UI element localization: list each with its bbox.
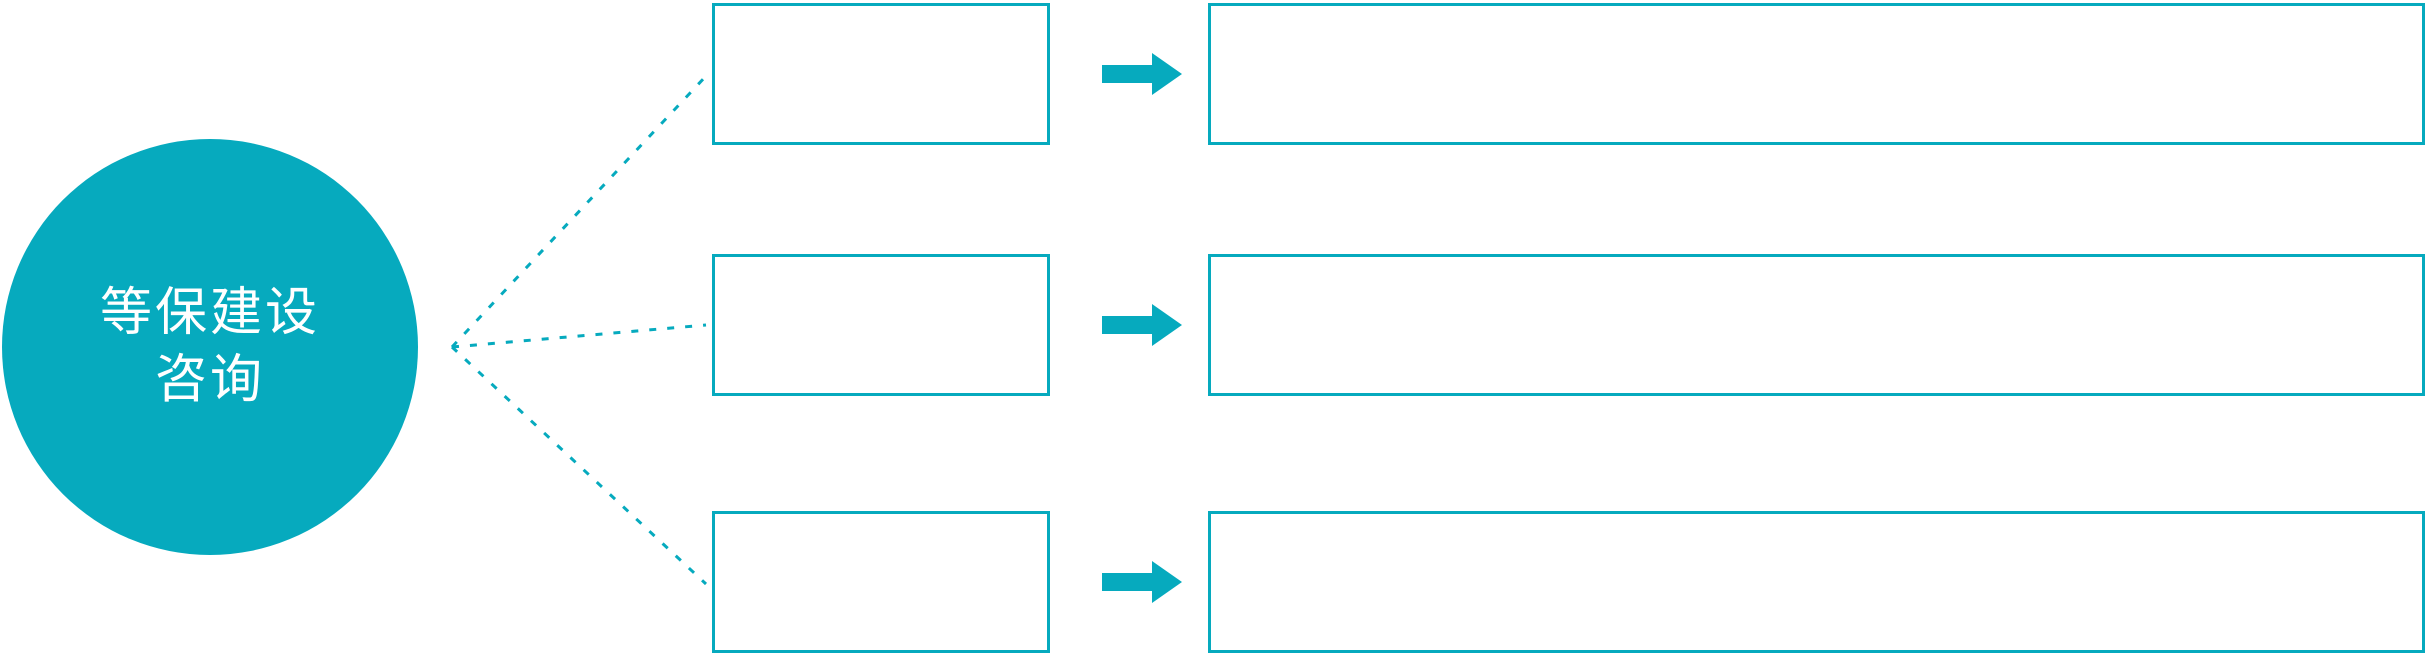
description-box[interactable] bbox=[1208, 3, 2425, 145]
arrow-right-icon bbox=[1102, 561, 1182, 603]
category-box[interactable] bbox=[712, 3, 1050, 145]
category-box[interactable] bbox=[712, 511, 1050, 653]
description-box[interactable] bbox=[1208, 511, 2425, 653]
arrow-right-icon bbox=[1102, 304, 1182, 346]
hub-label: 等保建设 咨询 bbox=[99, 283, 320, 410]
description-box[interactable] bbox=[1208, 254, 2425, 396]
category-box[interactable] bbox=[712, 254, 1050, 396]
hub-circle[interactable]: 等保建设 咨询 bbox=[2, 139, 418, 555]
arrow-right-icon bbox=[1102, 53, 1182, 95]
